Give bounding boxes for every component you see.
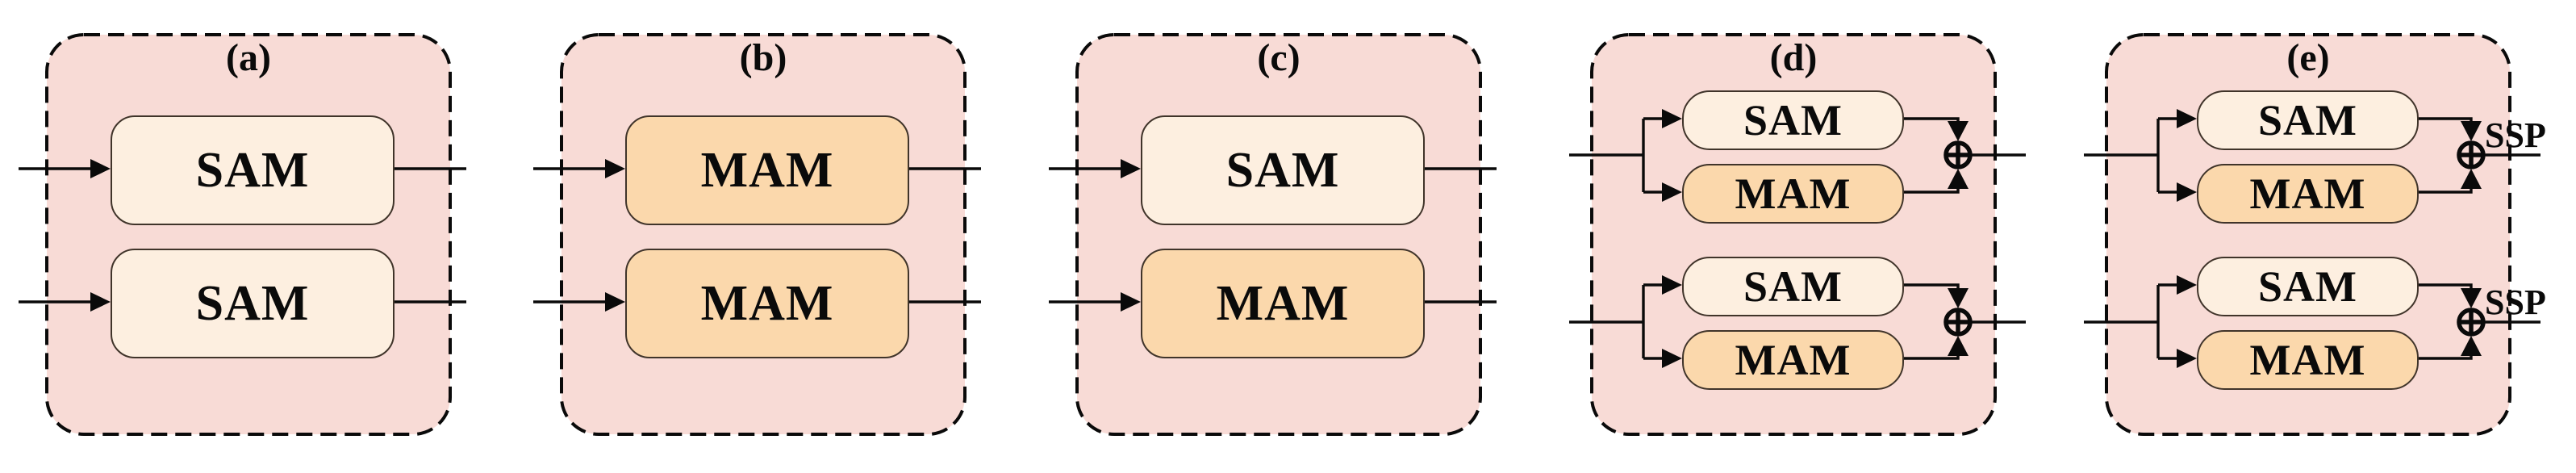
input-arrow [1049, 159, 1141, 178]
input-split [2084, 109, 2197, 202]
panel-b: (b) MAM MAM [515, 0, 1030, 473]
panel-title: (a) [226, 36, 271, 79]
arrowhead-icon [2461, 288, 2482, 308]
arrowhead-icon [2461, 169, 2482, 189]
input-arrow [19, 292, 111, 312]
dashed-frame [1075, 33, 1482, 436]
module-box-sam: SAM [1141, 115, 1425, 225]
panel-e: (e) SAM MAM SAM MAM SSP SSP [2060, 0, 2575, 473]
module-pill-mam: MAM [2197, 164, 2419, 224]
module-box-mam: MAM [1141, 249, 1425, 358]
merge-junction [2415, 117, 2541, 194]
ssp-output-label: SSP [2485, 115, 2546, 155]
module-pill-sam: SAM [1682, 257, 1904, 316]
panel-title: (d) [1769, 36, 1818, 79]
input-split [1569, 275, 1682, 368]
arrowhead-icon [1662, 109, 1682, 128]
module-box-mam: MAM [625, 115, 909, 225]
module-pill-sam: SAM [2197, 90, 2419, 150]
arrowhead-icon [2177, 349, 2197, 368]
merge-junction [1901, 283, 2026, 360]
ssp-output-label: SSP [2485, 283, 2546, 322]
arrowhead-icon [2461, 336, 2482, 356]
arrowhead-icon [1662, 349, 1682, 368]
dashed-frame [45, 33, 452, 436]
arrowhead-icon [1948, 336, 1969, 356]
arrowhead-icon [90, 159, 111, 178]
input-arrow [1049, 292, 1141, 312]
arrowhead-icon [1662, 182, 1682, 202]
panel-title: (b) [739, 36, 787, 79]
merge-junction [1901, 117, 2026, 194]
arrowhead-icon [605, 292, 625, 312]
arrowhead-icon [605, 159, 625, 178]
module-pill-mam: MAM [2197, 330, 2419, 390]
panel-a: (a) SAM SAM [0, 0, 516, 473]
arrowhead-icon [90, 292, 111, 312]
panel-c: (c) SAM MAM [1030, 0, 1546, 473]
panel-title: (c) [1257, 36, 1301, 79]
panel-title: (e) [2286, 36, 2330, 79]
arrowhead-icon [1662, 275, 1682, 295]
input-arrow [19, 159, 111, 178]
module-box-sam: SAM [111, 249, 395, 358]
input-split [2084, 275, 2197, 368]
module-pill-sam: SAM [2197, 257, 2419, 316]
module-pill-sam: SAM [1682, 90, 1904, 150]
input-arrow [533, 159, 625, 178]
panel-d: (d) SAM MAM SAM MAM [1545, 0, 2060, 473]
dashed-frame [560, 33, 967, 436]
module-pill-mam: MAM [1682, 164, 1904, 224]
merge-junction [2415, 283, 2541, 360]
module-box-sam: SAM [111, 115, 395, 225]
arrowhead-icon [2461, 121, 2482, 141]
arrowhead-icon [2177, 182, 2197, 202]
arrowhead-icon [1121, 292, 1141, 312]
arrowhead-icon [1121, 159, 1141, 178]
arrowhead-icon [1948, 169, 1969, 189]
arrowhead-icon [1948, 121, 1969, 141]
arrowhead-icon [1948, 288, 1969, 308]
input-arrow [533, 292, 625, 312]
input-split [1569, 109, 1682, 202]
module-box-mam: MAM [625, 249, 909, 358]
arrowhead-icon [2177, 109, 2197, 128]
module-pill-mam: MAM [1682, 330, 1904, 390]
arrowhead-icon [2177, 275, 2197, 295]
